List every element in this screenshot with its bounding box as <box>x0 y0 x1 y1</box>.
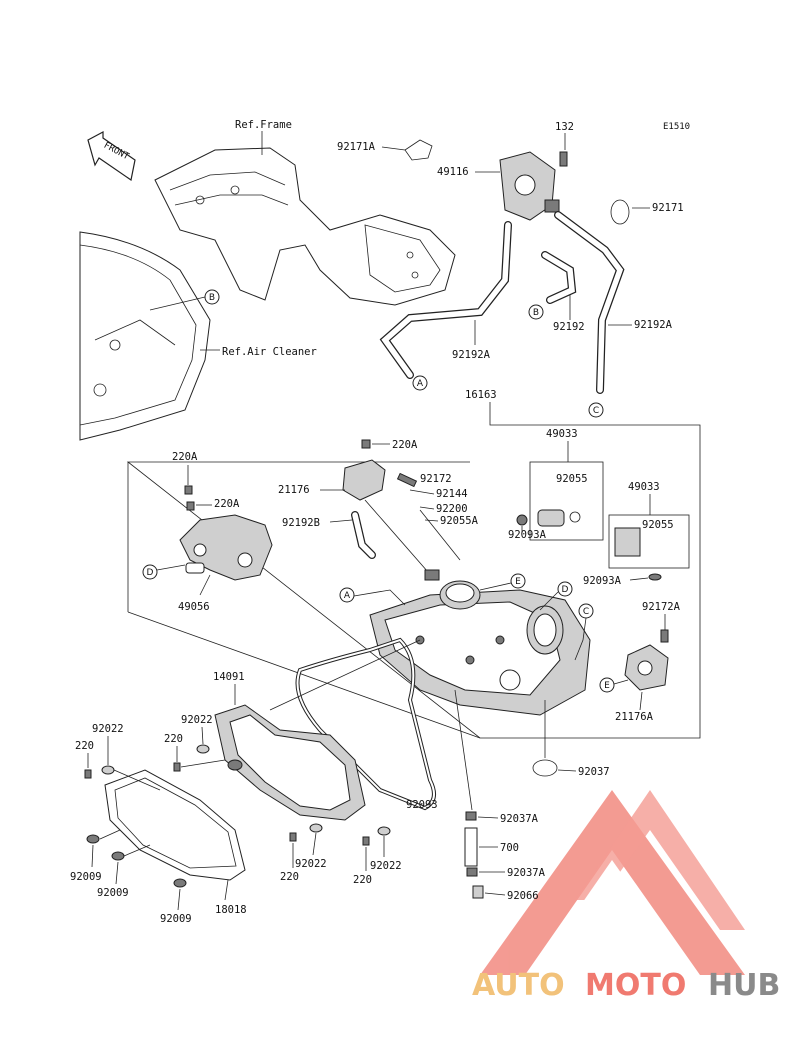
part-92172: 92172 <box>420 473 452 485</box>
part-92009-b: 92009 <box>97 887 129 899</box>
part-49033-top: 49033 <box>546 428 578 440</box>
callout-d-mid: D <box>562 585 569 595</box>
part-92093A-right: 92093A <box>583 575 622 587</box>
part-92009-c: 92009 <box>160 913 192 925</box>
bolt-132 <box>559 151 568 167</box>
air-cleaner-outline <box>79 231 211 441</box>
ref-frame-label: Ref.Frame <box>235 119 292 131</box>
part-92172A: 92172A <box>642 601 681 613</box>
part-21176A: 21176A <box>615 711 654 723</box>
part-92200: 92200 <box>436 503 468 515</box>
front-arrow-icon: FRONT <box>87 131 136 182</box>
part-92066: 92066 <box>507 890 539 902</box>
part-16163: 16163 <box>465 389 497 401</box>
sensor-49033-top <box>537 509 565 527</box>
part-92192A-right: 92192A <box>634 319 673 331</box>
part-92009-a: 92009 <box>70 871 102 883</box>
part-49056: 49056 <box>178 601 210 613</box>
part-220-bot: 220 <box>280 871 299 883</box>
part-92037A-top: 92037A <box>500 813 539 825</box>
callout-a-top: A <box>417 379 424 389</box>
part-220-left: 220 <box>75 740 94 752</box>
callout-b-right: B <box>533 308 539 318</box>
cover-14091 <box>214 704 366 821</box>
part-92037: 92037 <box>578 766 610 778</box>
diagram-code: E1510 <box>663 122 690 132</box>
callout-c-mid: C <box>583 607 589 617</box>
part-92037A-bot: 92037A <box>507 867 546 879</box>
part-92055-top: 92055 <box>556 473 588 485</box>
part-92171: 92171 <box>652 202 684 214</box>
part-92022-right: 92022 <box>370 860 402 872</box>
part-18018: 18018 <box>215 904 247 916</box>
part-92144: 92144 <box>436 488 468 500</box>
part-220-mid: 220 <box>164 733 183 745</box>
box-49033-right <box>608 514 690 569</box>
part-14091: 14091 <box>213 671 245 683</box>
plug-92066 <box>472 885 484 899</box>
bracket-49056 <box>179 514 273 581</box>
watermark-auto: AUTO <box>472 968 565 1003</box>
sensor-21176 <box>342 459 386 501</box>
box-49033-top <box>529 461 604 541</box>
throttle-body-assembly <box>369 569 591 716</box>
part-92171A: 92171A <box>337 141 376 153</box>
watermark-moto: MOTO <box>585 968 686 1003</box>
clamp-92037A-bot <box>466 867 478 877</box>
part-21176: 21176 <box>278 484 310 496</box>
cover-18018 <box>104 769 246 881</box>
part-700: 700 <box>500 842 519 854</box>
sensor-49033-right <box>614 527 641 557</box>
watermark-logo <box>480 790 745 975</box>
clamp-92037A-top <box>465 811 477 821</box>
part-132: 132 <box>555 121 574 133</box>
callout-d-left: D <box>147 568 154 578</box>
part-49033-right: 49033 <box>628 481 660 493</box>
callout-b-left: B <box>209 293 215 303</box>
callout-c-top: C <box>593 406 599 416</box>
callout-e-mid: E <box>515 577 521 587</box>
part-92022-mid: 92022 <box>181 714 213 726</box>
callout-e-right: E <box>604 681 610 691</box>
part-220-right: 220 <box>353 874 372 886</box>
part-92192B: 92192B <box>282 517 320 529</box>
valve-49116 <box>499 151 560 221</box>
part-92055-right: 92055 <box>642 519 674 531</box>
callout-a-mid: A <box>344 591 351 601</box>
watermark-hub: HUB <box>708 968 780 1003</box>
part-92093A-top: 92093A <box>508 529 547 541</box>
part-220A-left: 220A <box>172 451 198 463</box>
part-49116: 49116 <box>437 166 469 178</box>
part-92022-left: 92022 <box>92 723 124 735</box>
part-92055A: 92055A <box>440 515 479 527</box>
hose-700 <box>464 827 478 867</box>
part-220A-mid: 220A <box>214 498 240 510</box>
part-92022-bot: 92022 <box>295 858 327 870</box>
ref-air-cleaner-label: Ref.Air Cleaner <box>222 346 317 358</box>
part-92192A-left: 92192A <box>452 349 491 361</box>
part-92093: 92093 <box>406 799 438 811</box>
part-220A-top: 220A <box>392 439 418 451</box>
part-92192: 92192 <box>553 321 585 333</box>
frame-outline <box>154 147 456 306</box>
